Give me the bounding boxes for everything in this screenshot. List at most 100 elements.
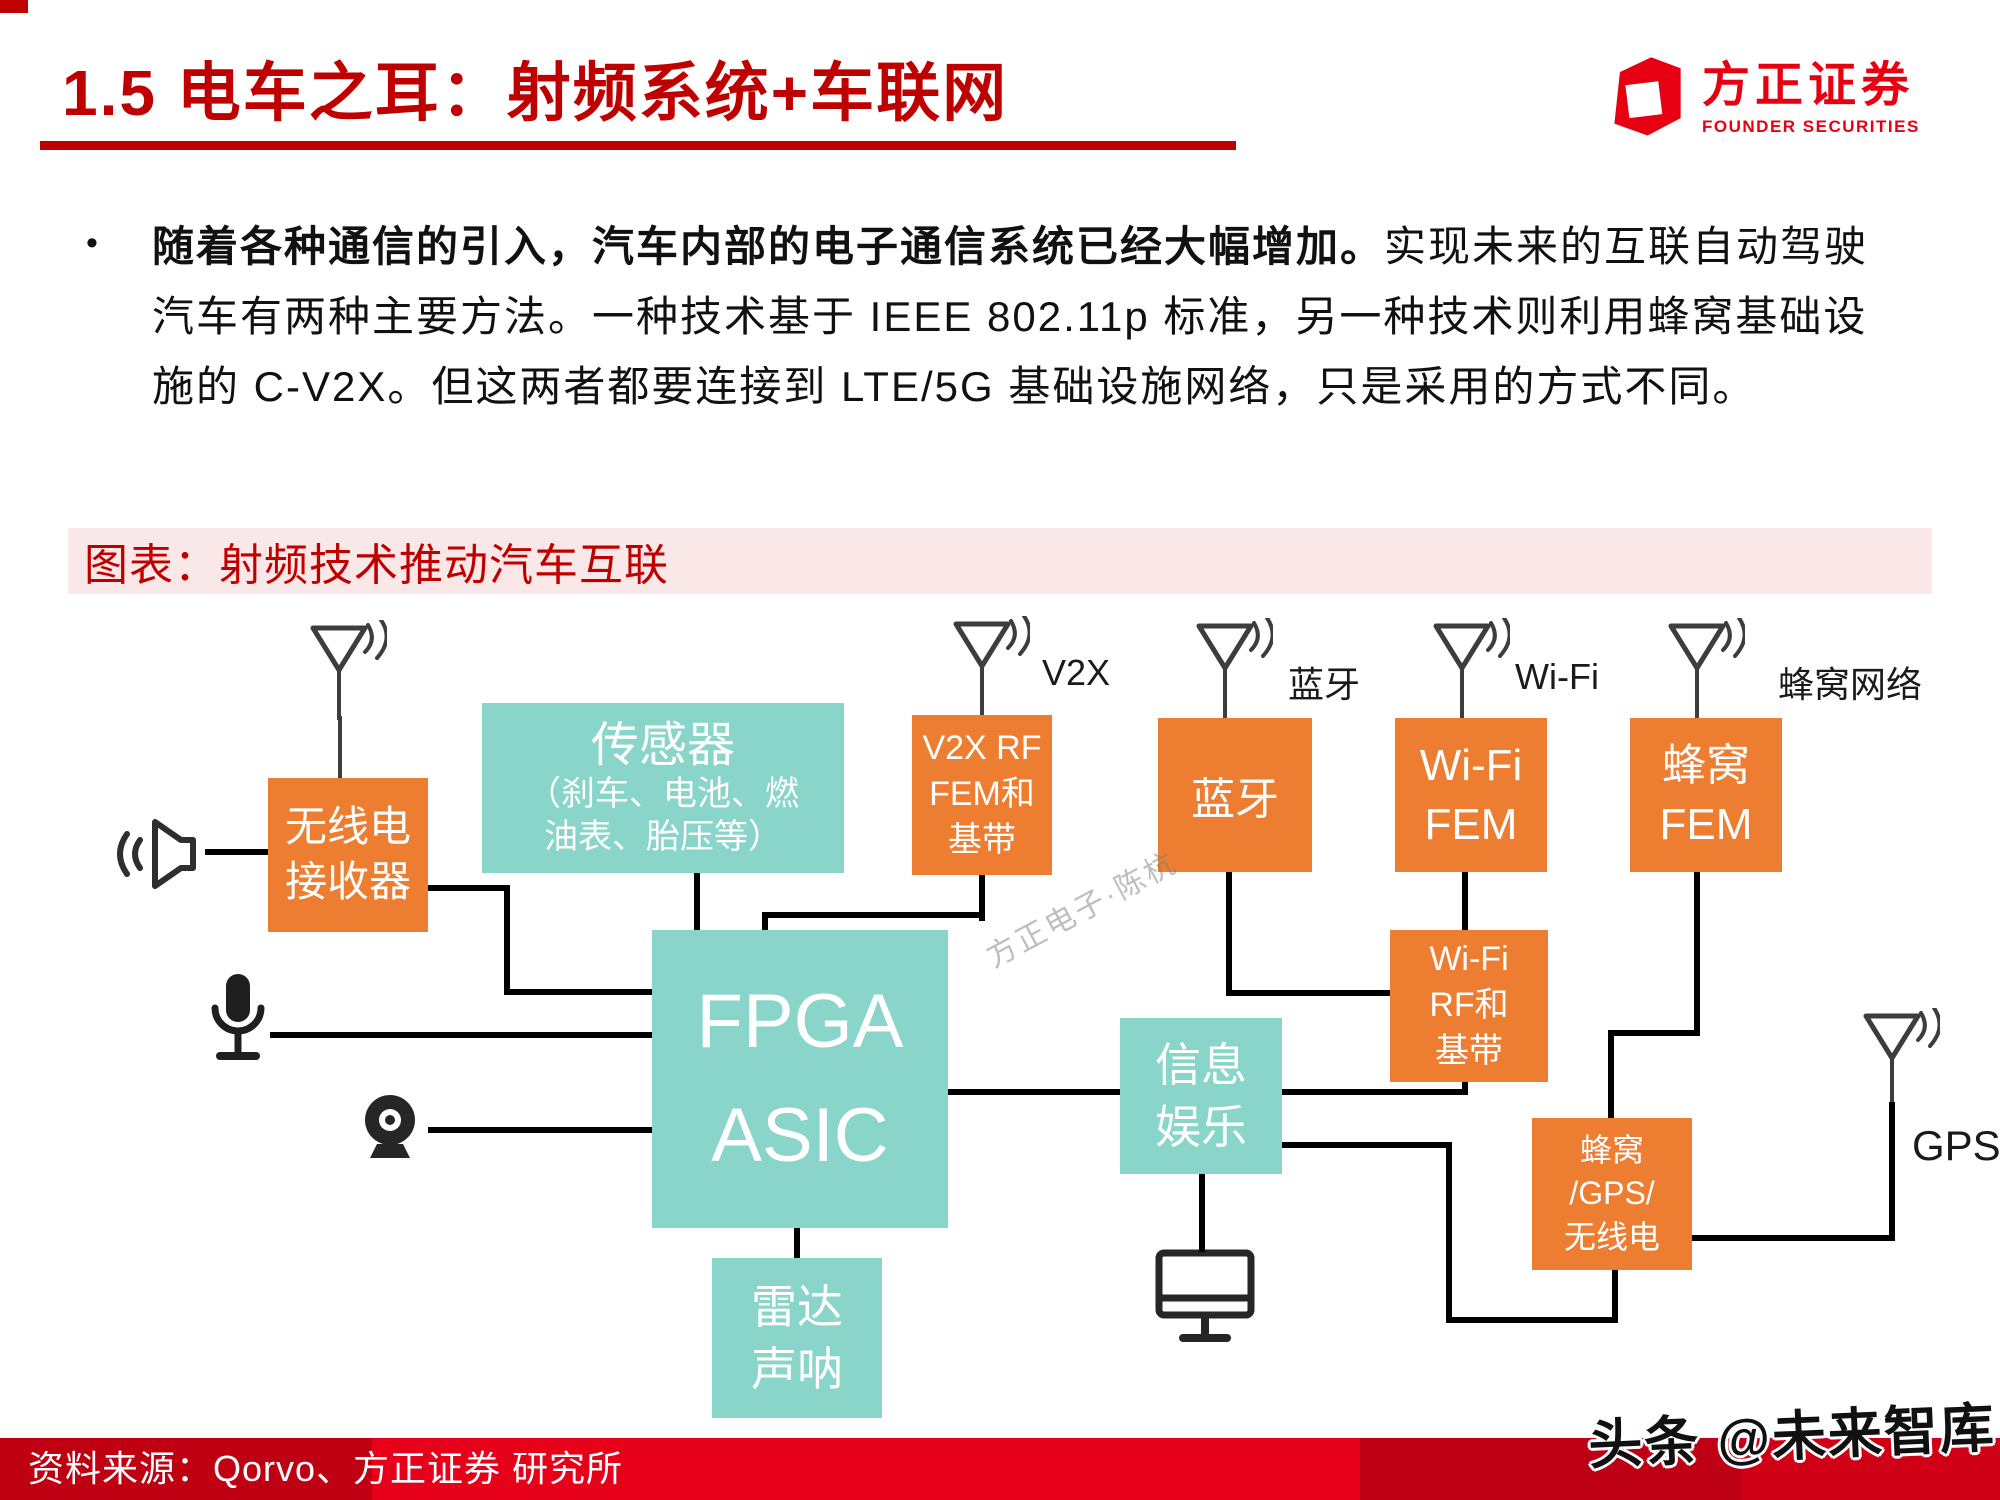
box-sensors: 传感器 （刹车、电池、燃 油表、胎压等） (482, 703, 844, 873)
box-text: FEM (1659, 800, 1753, 849)
paragraph-text-1: 实现未来的互联自动驾驶 (1384, 223, 1869, 270)
company-logo: 方正证券 FOUNDER SECURITIES (1596, 48, 1956, 148)
connector-line (504, 885, 510, 995)
corner-accent (0, 0, 28, 13)
gps-antenna-icon (1860, 1006, 1942, 1113)
connector-line (1692, 1235, 1895, 1241)
monitor-icon (1150, 1246, 1260, 1356)
antenna-icon (1665, 616, 1747, 723)
connector-line (205, 849, 268, 855)
box-text: Wi-Fi (1429, 940, 1509, 979)
box-text: 蓝牙 (1191, 775, 1279, 824)
microphone-icon (198, 968, 278, 1083)
connector-line (1462, 872, 1468, 930)
box-text: 传感器 (590, 718, 735, 772)
paragraph-text-2: 汽车有两种主要方法。一种技术基于 IEEE 802.11p 标准，另一种技术则利… (152, 293, 1868, 340)
body-paragraph: 随着各种通信的引入，汽车内部的电子通信系统已经大幅增加。实现未来的互联自动驾驶 … (152, 212, 1922, 422)
paragraph-bold-text: 随着各种通信的引入，汽车内部的电子通信系统已经大幅增加。 (152, 223, 1385, 270)
connector-line (694, 873, 700, 930)
chart-title-strip: 图表：射频技术推动汽车互联 (68, 528, 1932, 594)
box-wifi-rf-baseband: Wi-Fi RF和 基带 (1390, 930, 1548, 1082)
antenna-icon (1193, 616, 1275, 723)
connector-line (1694, 872, 1700, 1036)
connector-line (948, 1089, 1120, 1095)
antenna-label-bluetooth: 蓝牙 (1288, 664, 1361, 705)
page-title: 1.5 电车之耳：射频系统+车联网 (62, 57, 1009, 129)
connector-line (762, 912, 985, 918)
connector-line (1608, 1030, 1614, 1118)
connector-line (1462, 1082, 1468, 1095)
footer-bar-segment (1742, 1438, 2000, 1500)
antenna-label-wifi: Wi-Fi (1515, 656, 1599, 697)
chart-title: 图表：射频技术推动汽车互联 (84, 541, 669, 590)
connector-line (1226, 990, 1390, 996)
box-text: 蜂窝 (1662, 740, 1750, 790)
logo-text: 方正证券 FOUNDER SECURITIES (1702, 58, 1920, 136)
bullet-marker: • (86, 224, 98, 262)
connector-line (1889, 1102, 1895, 1241)
box-text: 蜂窝 (1579, 1132, 1644, 1169)
connector-line (1608, 1030, 1700, 1036)
connector-line (794, 1228, 800, 1258)
box-text: 无线电 (284, 803, 411, 851)
box-text: FEM和 (929, 775, 1035, 814)
box-text: 基带 (948, 820, 1016, 859)
box-text: /GPS/ (1569, 1175, 1655, 1212)
antenna-label-gps: GPS (1912, 1122, 2000, 1169)
box-text: 基带 (1435, 1031, 1503, 1070)
box-infotainment: 信息 娱乐 (1120, 1018, 1282, 1174)
connector-line (1199, 1174, 1205, 1252)
box-text: FPGA (696, 979, 904, 1064)
connector-line (1446, 1317, 1618, 1323)
connector-line (338, 716, 342, 778)
box-text: 雷达 (751, 1280, 843, 1333)
box-text: RF和 (1429, 986, 1509, 1025)
box-text: （刹车、电池、燃 (527, 775, 799, 814)
paragraph-text-3: 施的 C-V2X。但这两者都要连接到 LTE/5G 基础设施网络，只是采用的方式… (152, 363, 1757, 410)
footer-bar-segment (1360, 1438, 1742, 1500)
antenna-icon (1430, 616, 1512, 723)
connector-line (504, 989, 652, 995)
box-text: 无线电 (1563, 1218, 1660, 1255)
logo-name-en: FOUNDER SECURITIES (1702, 116, 1920, 136)
box-bluetooth: 蓝牙 (1158, 718, 1312, 872)
connector-line (1446, 1142, 1452, 1323)
camera-icon (350, 1088, 430, 1173)
box-text: V2X RF (922, 729, 1042, 768)
footer-bar-segment (0, 1438, 372, 1500)
box-text: Wi-Fi (1419, 740, 1523, 790)
connector-line (1612, 1268, 1618, 1323)
connector-line (1282, 1089, 1468, 1095)
box-v2x-rf-fem: V2X RF FEM和 基带 (912, 715, 1052, 875)
antenna-icon (950, 614, 1032, 721)
box-text: FEM (1424, 800, 1518, 849)
logo-name-cn: 方正证券 (1702, 58, 1915, 112)
connector-line (979, 875, 985, 921)
connector-line (428, 885, 510, 891)
connector-line (270, 1032, 652, 1038)
box-text: 接收器 (284, 858, 411, 905)
box-text: 信息 (1155, 1038, 1247, 1091)
box-text: 娱乐 (1155, 1101, 1247, 1153)
footer-bar: 资料来源：Qorvo、方正证券 研究所 (0, 1438, 2000, 1500)
antenna-label-cellular: 蜂窝网络 (1778, 664, 1923, 705)
connector-line (1226, 872, 1232, 996)
box-text: 声呐 (751, 1343, 843, 1395)
box-radar-sonar: 雷达 声呐 (712, 1258, 882, 1418)
box-text: ASIC (711, 1093, 889, 1178)
logo-cube-icon (1596, 50, 1688, 147)
box-fpga-asic: FPGA ASIC (652, 930, 948, 1228)
connector-line (1282, 1142, 1452, 1148)
box-cellular-fem: 蜂窝 FEM (1630, 718, 1782, 872)
connector-line (762, 912, 768, 930)
connector-line (428, 1127, 652, 1133)
box-wifi-fem: Wi-Fi FEM (1395, 718, 1547, 872)
speaker-icon (105, 808, 205, 905)
box-radio-receiver: 无线电 接收器 (268, 778, 428, 932)
box-cellular-gps-radio: 蜂窝 /GPS/ 无线电 (1532, 1118, 1692, 1270)
antenna-icon (307, 618, 389, 725)
antenna-label-v2x: V2X (1042, 652, 1111, 693)
title-underline (40, 141, 1236, 150)
source-note: 资料来源：Qorvo、方正证券 研究所 (28, 1448, 624, 1489)
